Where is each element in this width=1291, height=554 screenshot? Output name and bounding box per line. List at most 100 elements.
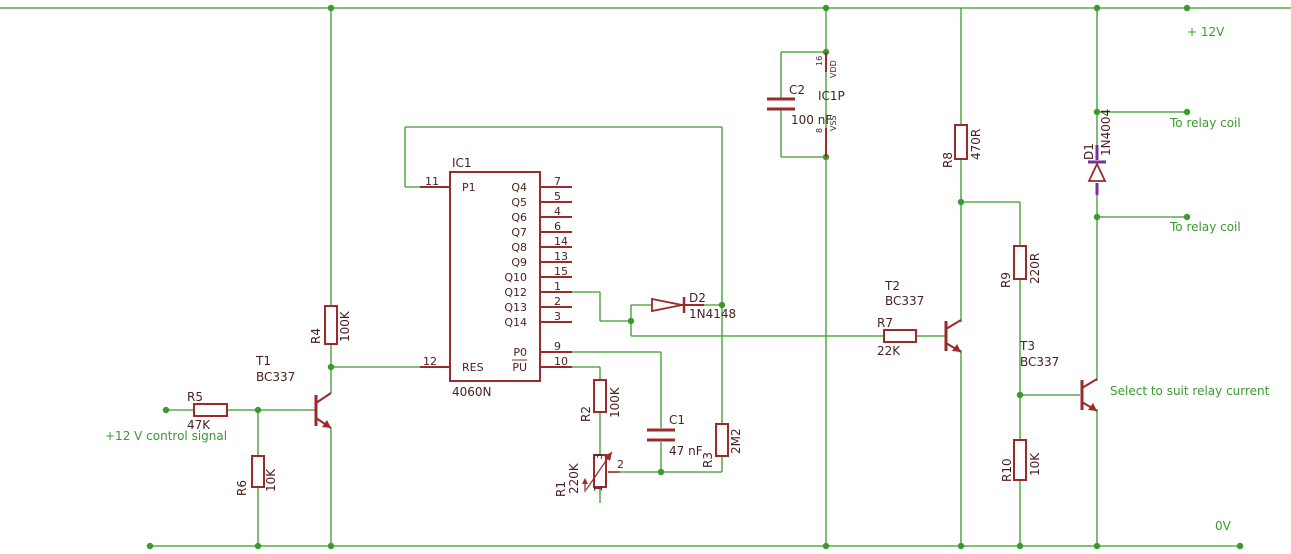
r1-value: 220K bbox=[567, 462, 581, 494]
t3-ref: T3 bbox=[1019, 339, 1035, 353]
capacitor-c1: C1 47 nF bbox=[647, 413, 703, 458]
ic1-power: 16 VDD 8 VSS IC1P bbox=[815, 52, 845, 157]
ic1-pin-name: Q9 bbox=[511, 256, 527, 269]
t1-ref: T1 bbox=[255, 354, 271, 368]
ic1-output-pins: Q4 Q5 Q6 Q7 Q8 Q9 Q10 Q12 Q13 Q14 P0 PU … bbox=[504, 175, 572, 374]
r3-value: 2M2 bbox=[729, 428, 743, 454]
c2-value: 100 nF bbox=[791, 113, 832, 127]
r10-value: 10K bbox=[1028, 452, 1042, 476]
r7-value: 22K bbox=[877, 344, 901, 358]
resistor-r8: R8 470R bbox=[941, 124, 983, 168]
relay-current-note: Select to suit relay current bbox=[1110, 384, 1270, 398]
d2-ref: D2 bbox=[689, 291, 706, 305]
ic1-pin-number: 3 bbox=[554, 310, 561, 323]
ic1-ref: IC1 bbox=[452, 156, 472, 170]
d1-ref: D1 bbox=[1082, 143, 1096, 160]
transistor-t2: T2 BC337 bbox=[884, 279, 962, 353]
ic1-pin-name: Q12 bbox=[504, 286, 527, 299]
ground-terminal bbox=[1236, 542, 1244, 550]
ic1-pin-number: 14 bbox=[554, 235, 568, 248]
ic1-vdd-label: VDD bbox=[829, 60, 838, 78]
wires bbox=[0, 7, 1291, 547]
t3-value: BC337 bbox=[1020, 355, 1059, 369]
resistor-r9: R9 220R bbox=[999, 245, 1042, 288]
ic1-pin-name: P0 bbox=[513, 346, 527, 359]
r8-value: 470R bbox=[969, 129, 983, 160]
ic1-p1-name: P1 bbox=[462, 181, 476, 194]
relay-coil-label-1: To relay coil bbox=[1169, 116, 1241, 130]
ic1-pin-name: PU bbox=[512, 361, 527, 374]
ic1-pin-name: Q5 bbox=[511, 196, 527, 209]
ic1-vss-pin: 8 bbox=[815, 128, 824, 133]
ic1-pin-number: 6 bbox=[554, 220, 561, 233]
diode-d2: D2 1N4148 bbox=[651, 291, 736, 321]
r6-ref: R6 bbox=[235, 480, 249, 496]
control-input-terminal bbox=[162, 406, 170, 414]
ic1-pin-name: Q14 bbox=[504, 316, 527, 329]
ic1-pin-name: Q13 bbox=[504, 301, 527, 314]
r1-pin2: 2 bbox=[617, 458, 624, 471]
ic1-pin-name: Q8 bbox=[511, 241, 527, 254]
ic1-pin-number: 5 bbox=[554, 190, 561, 203]
ic1-pin-name: Q4 bbox=[511, 181, 527, 194]
ic1-pin-number: 2 bbox=[554, 295, 561, 308]
control-signal-label: +12 V control signal bbox=[105, 429, 227, 443]
ic1-pin-number: 4 bbox=[554, 205, 561, 218]
r1-pin1: 1 bbox=[592, 485, 605, 492]
r7-ref: R7 bbox=[877, 316, 893, 330]
c1-ref: C1 bbox=[669, 413, 685, 427]
r5-ref: R5 bbox=[187, 390, 203, 404]
r4-value: 100K bbox=[338, 310, 352, 342]
resistor-r5: R5 47K bbox=[187, 390, 228, 432]
ic1-pin-number: 7 bbox=[554, 175, 561, 188]
t2-ref: T2 bbox=[884, 279, 900, 293]
r10-ref: R10 bbox=[1000, 458, 1014, 482]
transistor-t1: T1 BC337 bbox=[255, 354, 332, 429]
supply-terminal bbox=[1183, 4, 1191, 12]
diode-d1: D1 1N4004 bbox=[1082, 109, 1113, 195]
capacitor-c2: C2 100 nF bbox=[767, 83, 832, 127]
r1-ref: R1 bbox=[554, 481, 568, 497]
t1-value: BC337 bbox=[256, 370, 295, 384]
resistor-r7: R7 22K bbox=[877, 316, 917, 358]
resistor-r6: R6 10K bbox=[235, 455, 278, 496]
c2-ref: C2 bbox=[789, 83, 805, 97]
r1-pin3: 3 bbox=[592, 453, 605, 460]
ic1-res-number: 12 bbox=[423, 355, 437, 368]
d1-value: 1N4004 bbox=[1099, 109, 1113, 156]
r9-value: 220R bbox=[1028, 253, 1042, 284]
ic1-p1-number: 11 bbox=[425, 175, 439, 188]
ic1-pin-number: 15 bbox=[554, 265, 568, 278]
r6-value: 10K bbox=[264, 468, 278, 492]
ic1-input-pins: P1 RES 11 12 bbox=[420, 175, 484, 374]
supply-label: + 12V bbox=[1187, 25, 1225, 39]
resistor-r10: R10 10K bbox=[1000, 439, 1042, 482]
ic1-res-name: RES bbox=[462, 361, 484, 374]
relay-coil-terminal-1 bbox=[1183, 108, 1191, 116]
r9-ref: R9 bbox=[999, 272, 1013, 288]
r4-ref: R4 bbox=[309, 328, 323, 344]
ic1-pin-name: Q6 bbox=[511, 211, 527, 224]
ground-label: 0V bbox=[1215, 519, 1232, 533]
relay-coil-terminal-2 bbox=[1183, 213, 1191, 221]
r2-ref: R2 bbox=[579, 406, 593, 422]
ic1-vdd-pin: 16 bbox=[815, 56, 824, 66]
junctions bbox=[146, 4, 1244, 550]
ic1-type: 4060N bbox=[452, 385, 492, 399]
ic1-pin-number: 1 bbox=[554, 280, 561, 293]
transistor-t3: T3 BC337 bbox=[1019, 339, 1098, 412]
resistor-r3: R3 2M2 bbox=[701, 423, 743, 468]
d2-value: 1N4148 bbox=[689, 307, 736, 321]
r3-ref: R3 bbox=[701, 452, 715, 468]
trimmer-r1: R1 220K 1 2 3 bbox=[554, 451, 624, 497]
r2-value: 100K bbox=[608, 386, 622, 418]
ic1-pin-number: 9 bbox=[554, 340, 561, 353]
relay-coil-label-2: To relay coil bbox=[1169, 220, 1241, 234]
ic1-vss-label: VSS bbox=[829, 115, 838, 131]
c1-value: 47 nF bbox=[669, 444, 703, 458]
ic1-pin-number: 13 bbox=[554, 250, 568, 263]
resistor-r2: R2 100K bbox=[579, 379, 622, 422]
t2-value: BC337 bbox=[885, 294, 924, 308]
ic1-pin-number: 10 bbox=[554, 355, 568, 368]
